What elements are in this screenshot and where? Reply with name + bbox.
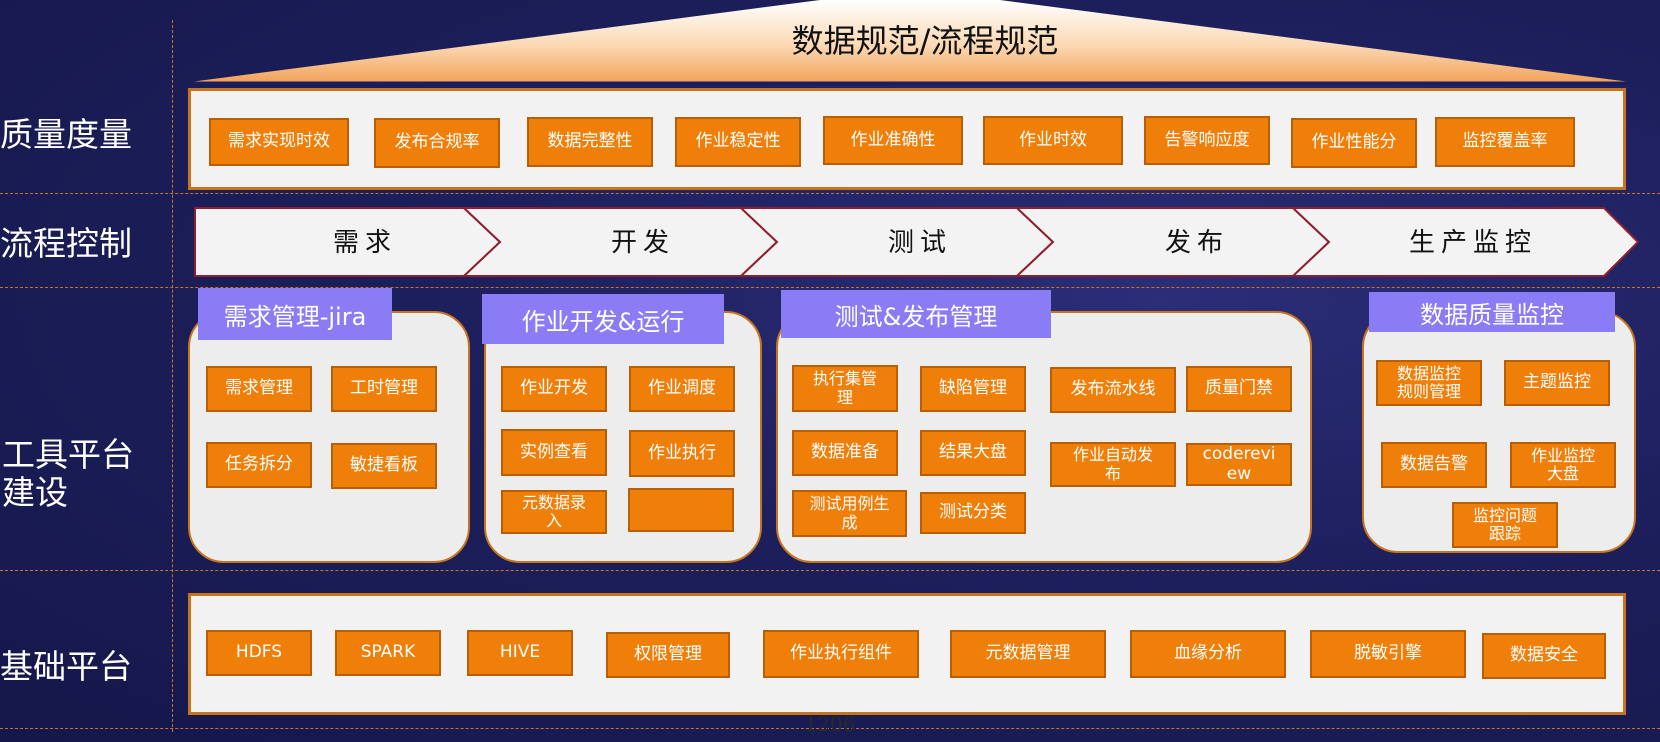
quality-item: 告警响应度 [1144,116,1270,165]
row-label-quality: 质量度量 [0,115,132,154]
tool-item: 作业调度 [629,366,735,412]
tool-item: 缺陷管理 [920,366,1026,412]
tool-group-title: 测试&发布管理 [781,290,1051,338]
base-item: 数据安全 [1482,633,1606,679]
row-divider [0,193,1660,194]
row-label-tools: 工具平台 建设 [2,435,134,512]
row-label-process: 流程控制 [0,224,132,263]
base-item: 元数据管理 [950,630,1106,678]
quality-item: 发布合规率 [374,118,500,168]
tool-group-title: 作业开发&运行 [482,294,724,344]
base-item: 脱敏引擎 [1310,630,1466,678]
tool-item: 作业开发 [501,366,607,412]
tool-item: 结果大盘 [920,430,1026,476]
tool-item: 作业自动发 布 [1050,442,1176,487]
tool-group-requirements [188,311,470,563]
tool-item: 实例查看 [501,429,607,476]
stage-requirement: 需求 [332,228,397,258]
base-item: 权限管理 [606,632,730,678]
tool-group-title: 需求管理-jira [198,288,392,340]
tool-item: 作业监控 大盘 [1510,442,1616,488]
row-divider [0,287,1660,288]
vertical-divider [172,20,173,732]
tool-item: 主题监控 [1504,360,1610,406]
tool-item: 测试分类 [920,492,1026,534]
tool-item: 数据告警 [1381,442,1487,488]
stage-production-monitoring: 生产监控 [1408,228,1537,258]
tool-group-title: 数据质量监控 [1369,292,1615,332]
roof-shape [190,0,1630,85]
quality-item: 作业稳定性 [675,117,801,167]
quality-item: 作业时效 [983,116,1123,165]
tool-item: 监控问题 跟踪 [1452,502,1558,548]
row-divider [0,728,1660,729]
stage-testing: 测试 [887,228,952,258]
stage-release: 发布 [1164,228,1229,258]
tool-item: 数据监控 规则管理 [1376,360,1482,406]
base-item: HDFS [206,630,312,676]
tool-item: 发布流水线 [1050,367,1176,413]
tool-item-empty [628,488,734,532]
page-title: 数据规范/流程规范 [791,22,1059,60]
tool-item: 执行集管 理 [792,365,898,412]
tool-item: 工时管理 [331,366,437,412]
tool-item: 敏捷看板 [331,443,437,489]
stage-development: 开发 [610,228,675,258]
quality-item: 作业准确性 [823,116,963,165]
base-item: 作业执行组件 [763,630,919,678]
tool-item: 元数据录 入 [501,490,607,534]
row-divider [0,570,1660,571]
tool-item: 作业执行 [629,430,735,477]
tool-item: 测试用例生 成 [792,490,907,537]
quality-item: 数据完整性 [527,117,653,167]
base-item: HIVE [467,630,573,676]
quality-item: 监控覆盖率 [1435,117,1575,167]
row-label-base: 基础平台 [0,647,132,686]
page-number: 1206 [804,712,856,736]
tool-item: 数据准备 [792,430,898,476]
tool-item: 需求管理 [206,366,312,412]
quality-item: 作业性能分 [1291,118,1417,168]
tool-item: coderevi ew [1186,443,1292,486]
tool-item: 任务拆分 [206,442,312,488]
process-flow [194,207,1640,277]
base-item: SPARK [335,630,441,676]
quality-item: 需求实现时效 [209,118,349,166]
tool-item: 质量门禁 [1186,366,1292,412]
base-item: 血缘分析 [1130,630,1286,678]
